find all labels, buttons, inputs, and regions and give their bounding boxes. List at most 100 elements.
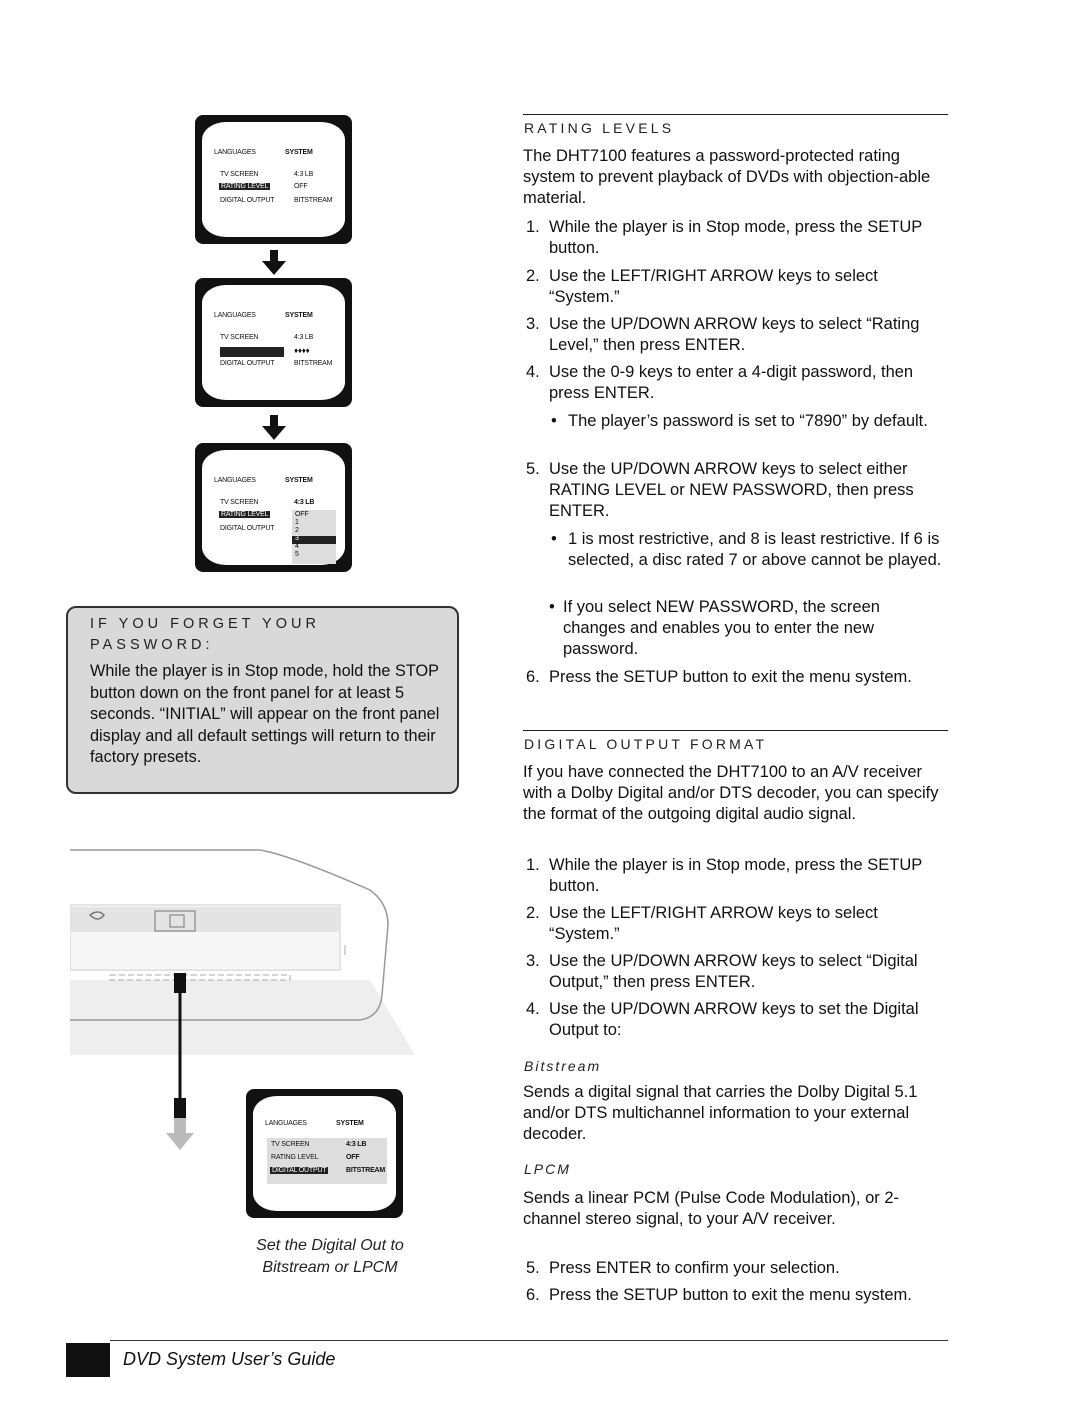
rating-step: 1. While the player is in Stop mode, pres… xyxy=(526,217,926,259)
menu-row-value: 4:3 LB xyxy=(346,1141,367,1148)
menu-panel xyxy=(267,1138,387,1184)
rating-bullet: • The player’s password is set to “7890” … xyxy=(551,411,931,432)
step-number: 5. xyxy=(526,1259,540,1277)
step-number: 6. xyxy=(526,1286,540,1304)
bitstream-label: Bitstream xyxy=(524,1058,602,1074)
step-number: 2. xyxy=(526,904,540,922)
rating-bullet: • If you select NEW PASSWORD, the screen … xyxy=(549,597,929,660)
menu-row-label-selected: DIGITAL OUTPUT xyxy=(270,1167,329,1174)
menu-row-label-selected: RATING LEVEL xyxy=(219,183,271,190)
menu-tab-languages: LANGUAGES xyxy=(214,477,256,484)
tv-screen-2: LANGUAGES SYSTEM TV SCREEN 4:3 LB ♦♦♦♦ D… xyxy=(195,278,352,407)
footer-title: DVD System User’s Guide xyxy=(123,1349,336,1369)
menu-row-value: BITSTREAM xyxy=(294,197,333,204)
rating-option: OFF xyxy=(295,511,309,518)
menu-tab-system: SYSTEM xyxy=(285,477,313,484)
menu-row-label: RATING LEVEL xyxy=(271,1154,319,1161)
menu-tab-system: SYSTEM xyxy=(285,312,313,319)
menu-row-value: BITSTREAM xyxy=(294,360,333,367)
menu-tab-system: SYSTEM xyxy=(285,149,313,156)
menu-row-value: BITSTREAM xyxy=(346,1167,386,1174)
figure-caption-line: Bitstream or LPCM xyxy=(262,1259,398,1276)
rating-option: 2 xyxy=(295,527,299,534)
digital-step: 6. Press the SETUP button to exit the men… xyxy=(526,1285,956,1306)
menu-row-label: DIGITAL OUTPUT xyxy=(220,525,275,532)
step-text: While the player is in Stop mode, press … xyxy=(549,218,922,257)
step-number: 1. xyxy=(526,856,540,874)
digital-step: 5. Press ENTER to confirm your selection. xyxy=(526,1258,946,1279)
rating-step: 4. Use the 0-9 keys to enter a 4-digit pa… xyxy=(526,362,926,404)
menu-tab-system: SYSTEM xyxy=(336,1120,364,1127)
step-text: Use the 0-9 keys to enter a 4-digit pass… xyxy=(549,363,914,402)
forgot-password-body: While the player is in Stop mode, hold t… xyxy=(90,662,440,766)
menu-row-value: OFF xyxy=(294,183,308,190)
bullet-text: The player’s password is set to “7890” b… xyxy=(568,412,928,430)
menu-row-label: DIGITAL OUTPUT xyxy=(220,360,275,367)
rating-option: 4 xyxy=(295,543,299,550)
forgot-password-heading: IF YOU FORGET YOUR xyxy=(90,616,320,632)
menu-row-selected-bar xyxy=(220,347,284,357)
menu-row-label: TV SCREEN xyxy=(220,334,259,341)
step-number: 6. xyxy=(526,668,540,686)
step-number: 5. xyxy=(526,460,540,478)
down-arrow-icon xyxy=(262,415,286,440)
rating-option-highlight xyxy=(292,536,336,544)
tv-screen-4: LANGUAGES SYSTEM TV SCREEN 4:3 LB RATING… xyxy=(246,1089,403,1218)
step-number: 2. xyxy=(526,267,540,285)
step-text: Use the UP/DOWN ARROW keys to set the Di… xyxy=(549,1000,919,1039)
menu-row-label: TV SCREEN xyxy=(220,499,259,506)
menu-row-label: TV SCREEN xyxy=(271,1141,310,1148)
menu-row-value: 4:3 LB xyxy=(294,499,315,506)
step-number: 3. xyxy=(526,315,540,333)
bullet: • xyxy=(549,598,555,616)
step-text: Use the UP/DOWN ARROW keys to select eit… xyxy=(549,460,914,520)
bitstream-description: Sends a digital signal that carries the … xyxy=(523,1083,918,1143)
rating-option: 1 xyxy=(295,519,299,526)
rating-bullet: • 1 is most restrictive, and 8 is least r… xyxy=(551,529,949,571)
step-text: Press ENTER to confirm your selection. xyxy=(549,1259,840,1277)
menu-row-label: DIGITAL OUTPUT xyxy=(220,197,275,204)
step-text: Use the UP/DOWN ARROW keys to select “Di… xyxy=(549,952,918,991)
step-number: 3. xyxy=(526,952,540,970)
section-divider xyxy=(523,730,948,731)
step-text: Use the LEFT/RIGHT ARROW keys to select … xyxy=(549,267,878,306)
bullet: • xyxy=(551,412,557,430)
rating-step: 2. Use the LEFT/RIGHT ARROW keys to selec… xyxy=(526,266,926,308)
rating-step: 6. Press the SETUP button to exit the men… xyxy=(526,667,956,688)
password-dots: ♦♦♦♦ xyxy=(294,346,310,355)
bullet-text: If you select NEW PASSWORD, the screen c… xyxy=(563,598,880,658)
section-divider xyxy=(523,114,948,115)
forgot-password-box: IF YOU FORGET YOUR PASSWORD: While the p… xyxy=(66,606,459,794)
lpcm-description: Sends a linear PCM (Pulse Code Modulatio… xyxy=(523,1189,900,1228)
menu-tab-languages: LANGUAGES xyxy=(265,1120,307,1127)
menu-row-value: OFF xyxy=(346,1154,360,1161)
rating-option-selected: 3 xyxy=(295,535,299,542)
digital-output-heading: DIGITAL OUTPUT FORMAT xyxy=(524,736,768,752)
rating-levels-intro: The DHT7100 features a password-protecte… xyxy=(523,147,931,207)
tv-screen-3: LANGUAGES SYSTEM TV SCREEN 4:3 LB RATING… xyxy=(195,443,352,572)
menu-row-label-selected: RATING LEVEL xyxy=(219,511,271,518)
step-text: Use the UP/DOWN ARROW keys to select “Ra… xyxy=(549,315,920,354)
rating-step: 3. Use the UP/DOWN ARROW keys to select “… xyxy=(526,314,926,356)
step-number: 1. xyxy=(526,218,540,236)
step-number: 4. xyxy=(526,363,540,381)
page-number-block xyxy=(66,1343,110,1377)
digital-step: 1. While the player is in Stop mode, pres… xyxy=(526,855,926,897)
rating-option: 5 xyxy=(295,551,299,558)
menu-row-label: TV SCREEN xyxy=(220,171,259,178)
rating-levels-heading: RATING LEVELS xyxy=(524,120,675,136)
bullet: • xyxy=(551,530,557,548)
step-text: Press the SETUP button to exit the menu … xyxy=(549,1286,912,1304)
step-text: Press the SETUP button to exit the menu … xyxy=(549,668,912,686)
dvd-player-illustration xyxy=(70,849,415,1150)
step-number: 4. xyxy=(526,1000,540,1018)
figure-caption-line: Set the Digital Out to xyxy=(256,1237,404,1254)
menu-tab-languages: LANGUAGES xyxy=(214,149,256,156)
rating-step: 5. Use the UP/DOWN ARROW keys to select e… xyxy=(526,459,946,522)
bullet-text: 1 is most restrictive, and 8 is least re… xyxy=(568,530,942,569)
step-text: While the player is in Stop mode, press … xyxy=(549,856,922,895)
down-arrow-icon xyxy=(262,250,286,275)
digital-step: 3. Use the UP/DOWN ARROW keys to select “… xyxy=(526,951,926,993)
tv-screen-1: LANGUAGES SYSTEM TV SCREEN 4:3 LB RATING… xyxy=(195,115,352,244)
digital-step: 2.Use the LEFT/RIGHT ARROW keys to selec… xyxy=(526,903,926,945)
